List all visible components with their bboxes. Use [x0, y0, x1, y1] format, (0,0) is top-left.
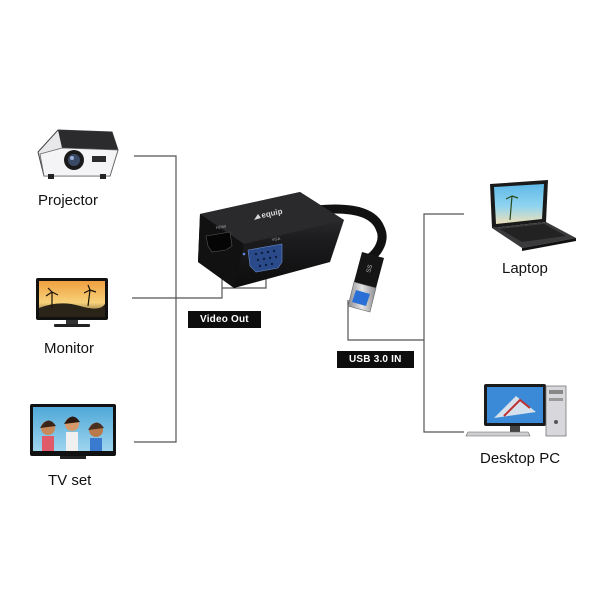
tv-set-label: TV set — [48, 472, 92, 489]
tv-icon — [30, 404, 116, 459]
monitor-label: Monitor — [44, 340, 95, 357]
laptop-icon — [490, 180, 576, 251]
svg-text:SS: SS — [366, 264, 374, 273]
adapter-cable — [295, 204, 387, 263]
usb-in-tag: USB 3.0 IN — [337, 351, 414, 368]
vga-port-label: VGA — [271, 236, 280, 242]
projector-icon — [37, 129, 119, 179]
hdmi-port-label: HDMI — [215, 224, 226, 230]
connector-lines — [132, 155, 464, 443]
brand-logo-icon — [254, 214, 261, 220]
right-bus-line — [423, 213, 464, 433]
usb-in-line — [347, 300, 424, 341]
usb-adapter: SS HDMI VGA equip — [198, 192, 387, 313]
monitor-icon — [36, 278, 108, 327]
desktop-pc-icon — [465, 384, 567, 437]
hdmi-port — [205, 231, 233, 253]
left-bus-line — [134, 155, 177, 443]
desktop-pc-label: Desktop PC — [480, 450, 561, 467]
led-indicator — [242, 252, 246, 256]
adapter-brand: equip — [261, 207, 284, 220]
laptop-label: Laptop — [502, 260, 548, 277]
video-out-tag: Video Out — [188, 311, 261, 328]
projector-label: Projector — [38, 192, 99, 209]
